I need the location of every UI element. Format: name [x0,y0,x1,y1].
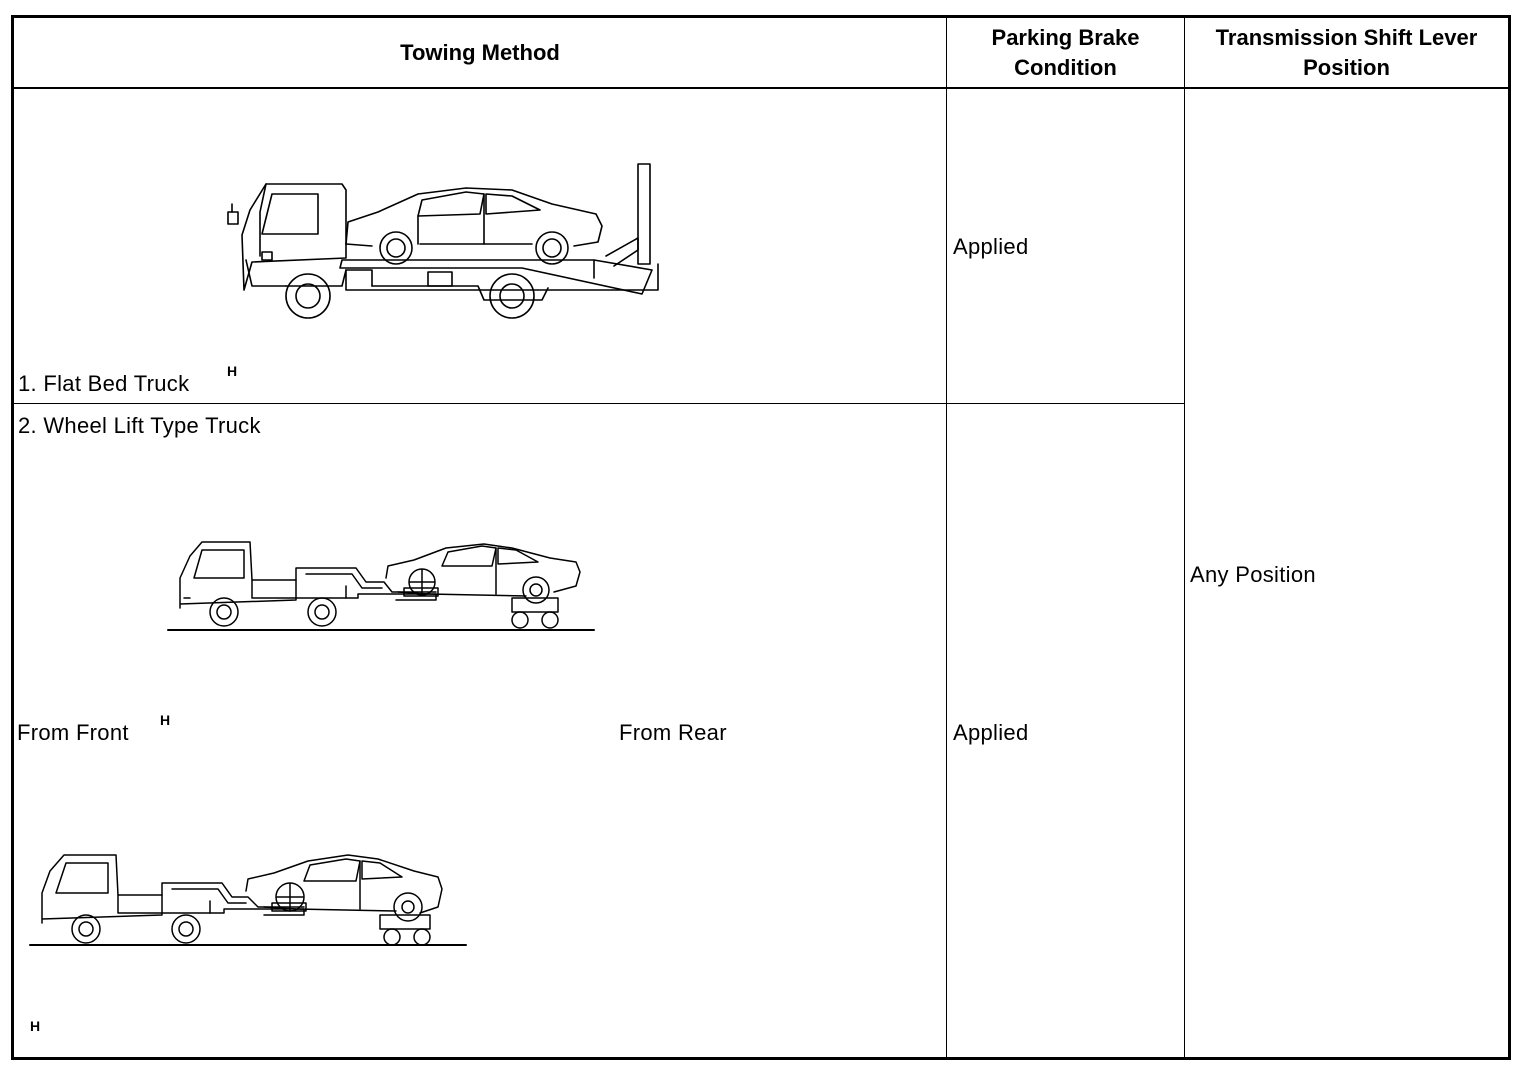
wheel-lift-from-rear-illustration [28,851,468,949]
header-shift-lever-line1: Transmission Shift Lever [1215,24,1478,50]
towing-table [11,15,1511,1060]
h-marker-from-front: H [160,712,171,728]
header-towing-method: Towing Method [14,18,946,87]
flat-bed-truck-label: 1. Flat Bed Truck [18,371,190,396]
wheel-lift-brake-value: Applied [953,720,1029,745]
from-rear-label: From Rear [619,720,727,745]
wheel-lift-from-front-illustration [166,538,596,632]
h-marker-from-rear: H [30,1018,41,1034]
column-divider-1 [946,15,947,1060]
h-marker-flat-bed: H [227,363,238,379]
column-divider-2 [1184,15,1185,1060]
wheel-lift-truck-label: 2. Wheel Lift Type Truck [18,413,261,438]
header-parking-brake-line2: Condition [1014,54,1117,80]
header-parking-brake-line1: Parking Brake [991,24,1140,50]
shift-lever-value: Any Position [1190,562,1316,587]
flat-bed-truck-illustration [222,160,662,328]
header-divider [11,87,1511,89]
header-parking-brake: Parking Brake Condition [947,18,1184,87]
header-shift-lever-line2: Position [1303,54,1390,80]
row-divider [11,403,1184,404]
flat-bed-brake-value: Applied [953,234,1029,259]
header-shift-lever: Transmission Shift Lever Position [1185,18,1508,87]
header-towing-method-text: Towing Method [400,39,560,65]
from-front-label: From Front [17,720,129,745]
